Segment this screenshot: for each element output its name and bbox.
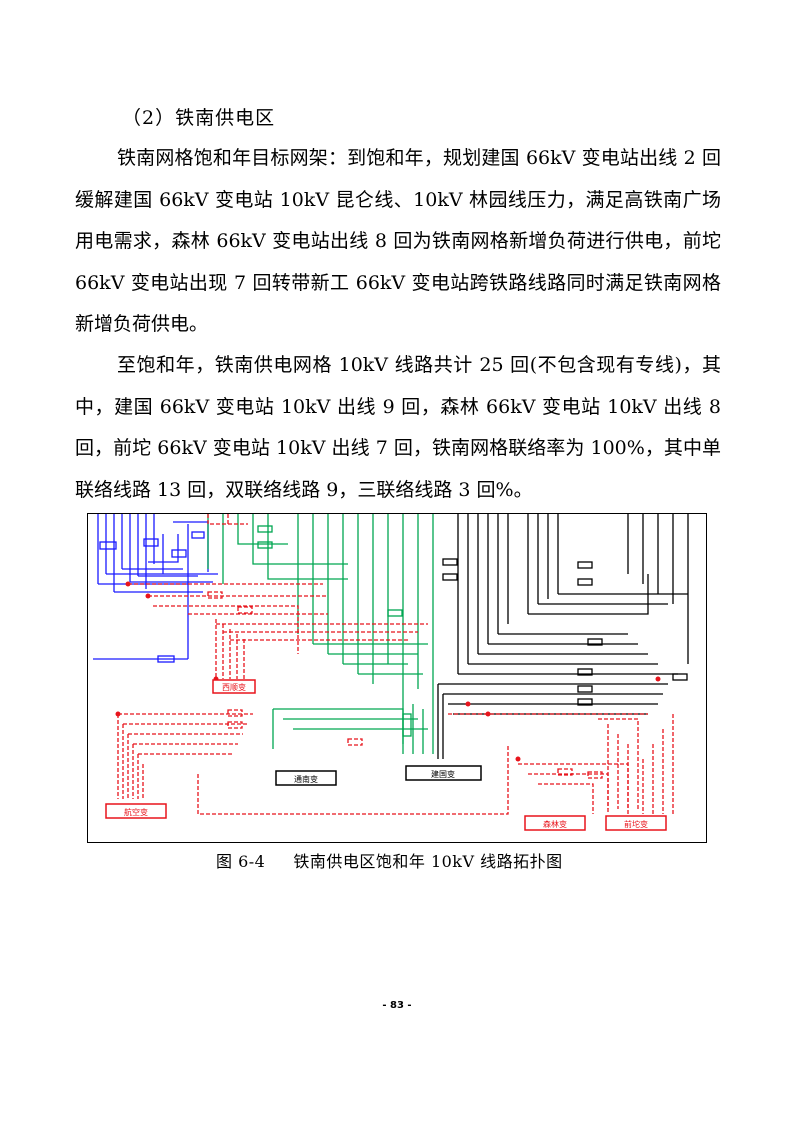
station-xishun: 西顺变 <box>212 679 256 694</box>
svg-text:西顺变: 西顺变 <box>222 682 246 692</box>
svg-text:森林变: 森林变 <box>543 819 567 829</box>
svg-text:航空变: 航空变 <box>124 807 148 817</box>
topology-diagram: 西顺变 通南变 建国变 航空变 森林变 前坨变 <box>93 514 689 831</box>
station-qiantuo: 前坨变 <box>605 815 667 831</box>
paragraph-saturation-summary: 至饱和年，铁南供电网格 10kV 线路共计 25 回(不包含现有专线)，其中，建… <box>75 354 721 501</box>
section-heading: （2）铁南供电区 <box>122 107 276 129</box>
svg-text:通南变: 通南变 <box>294 774 318 784</box>
green-network <box>207 514 434 754</box>
station-hangkong: 航空变 <box>105 803 167 819</box>
topology-figure: 西顺变 通南变 建国变 航空变 森林变 前坨变 <box>87 513 707 843</box>
station-tongnan: 通南变 <box>275 770 337 786</box>
black-network <box>437 514 689 759</box>
page-number: - 83 - <box>382 1000 412 1011</box>
svg-text:前坨变: 前坨变 <box>624 819 648 829</box>
caption-number: 图 6-4 <box>216 852 266 871</box>
figure-caption: 图 6-4 铁南供电区饱和年 10kV 线路拓扑图 <box>216 848 563 872</box>
caption-text: 铁南供电区饱和年 10kV 线路拓扑图 <box>293 852 563 871</box>
svg-text:建国变: 建国变 <box>431 769 455 779</box>
blue-network <box>93 514 218 663</box>
red-nodes <box>115 581 661 762</box>
station-jianguo: 建国变 <box>405 765 482 781</box>
red-network <box>117 514 674 815</box>
station-senlin: 森林变 <box>524 815 586 831</box>
paragraph-target-grid: 铁南网格饱和年目标网架：到饱和年，规划建国 66kV 变电站出线 2 回缓解建国… <box>75 147 721 335</box>
